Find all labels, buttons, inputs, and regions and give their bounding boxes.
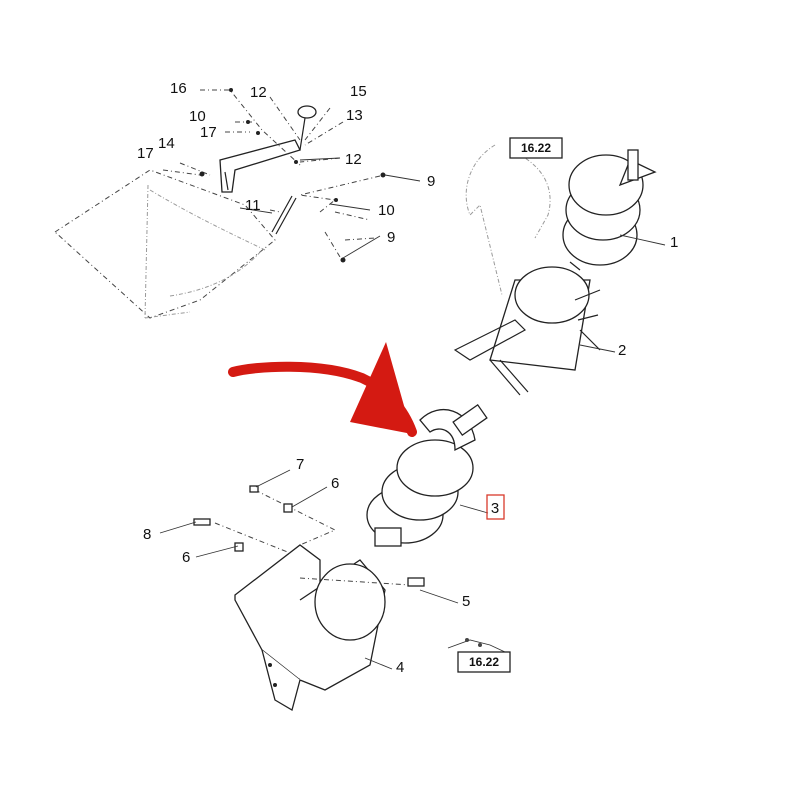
callout-1: 1 [670,234,678,251]
fasteners [193,485,425,587]
callout-leaders [159,157,666,670]
callout-9b: 9 [387,229,395,246]
reference-box-top[interactable]: 16.22 [509,137,563,159]
part-1-upper-auger [562,149,657,271]
callout-10a: 10 [189,108,206,125]
reference-box-bottom[interactable]: 16.22 [457,651,511,673]
callout-11: 11 [245,197,261,214]
bottom-reference-sketch [447,638,506,653]
callout-12a: 12 [250,84,267,101]
callout-15: 15 [350,83,367,100]
callout-numbers: 1 2 3 4 5 6 6 7 8 9 9 10 10 11 12 12 13 … [137,80,678,676]
callout-8: 8 [143,526,151,543]
reference-label-bottom: 16.22 [469,655,499,669]
callout-3-highlight-box [486,494,505,520]
callout-6a: 6 [331,475,339,492]
pointer-arrow [228,342,417,437]
callout-13: 13 [346,107,363,124]
callout-16: 16 [170,80,187,97]
part-4-lower-housing [234,544,386,711]
callout-6b: 6 [182,549,190,566]
callout-10b: 10 [378,202,395,219]
callout-9a: 9 [427,173,435,190]
part-2-tube [453,266,601,396]
part-3-lower-auger [366,403,488,547]
callout-14: 14 [158,135,175,152]
reference-label-top: 16.22 [521,141,551,155]
bracket-subassembly [54,88,386,319]
callout-5: 5 [462,593,470,610]
callout-4: 4 [396,659,404,676]
callout-2: 2 [618,342,626,359]
callout-17a: 17 [200,124,217,141]
callout-17b: 17 [137,145,154,162]
callout-7: 7 [296,456,304,473]
callout-12b: 12 [345,151,362,168]
callout-3: 3 [491,500,499,517]
